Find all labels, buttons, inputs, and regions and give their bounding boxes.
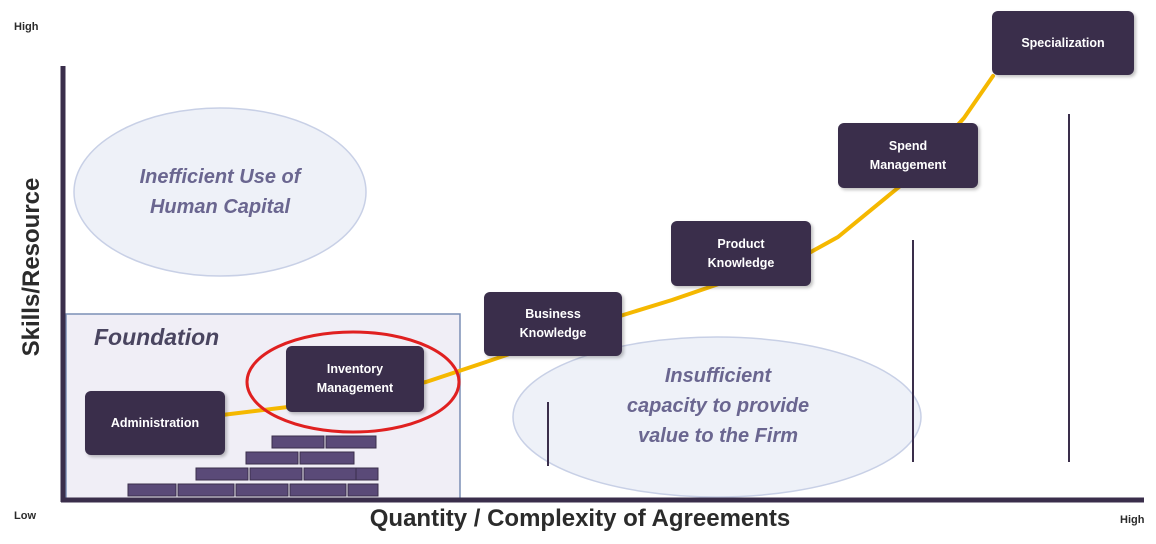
node-product-knowledge: Product Knowledge (671, 221, 811, 286)
y-axis-title: Skills/Resource (18, 177, 45, 357)
insufficient-zone-ellipse (512, 336, 922, 498)
inefficient-zone-ellipse (73, 107, 367, 277)
x-axis-high-label: High (1120, 514, 1145, 526)
node-business-knowledge: Business Knowledge (484, 292, 622, 356)
x-axis-title: Quantity / Complexity of Agreements (369, 505, 791, 532)
node-administration: Administration (85, 391, 225, 455)
node-inventory-management: Inventory Management (286, 346, 424, 412)
insufficient-zone-label: Insufficient capacity to provide value t… (626, 365, 810, 447)
node-specialization: Specialization (992, 11, 1134, 75)
y-axis-high-label: High (14, 21, 39, 33)
brick-wall-icon (127, 435, 379, 497)
node-spend-management: Spend Management (838, 123, 978, 188)
highlight-ring (245, 330, 461, 434)
y-axis-low-label: Low (14, 510, 36, 522)
foundation-title: Foundation (94, 324, 220, 350)
inefficient-zone-label: Inefficient Use of Human Capital (139, 166, 301, 218)
